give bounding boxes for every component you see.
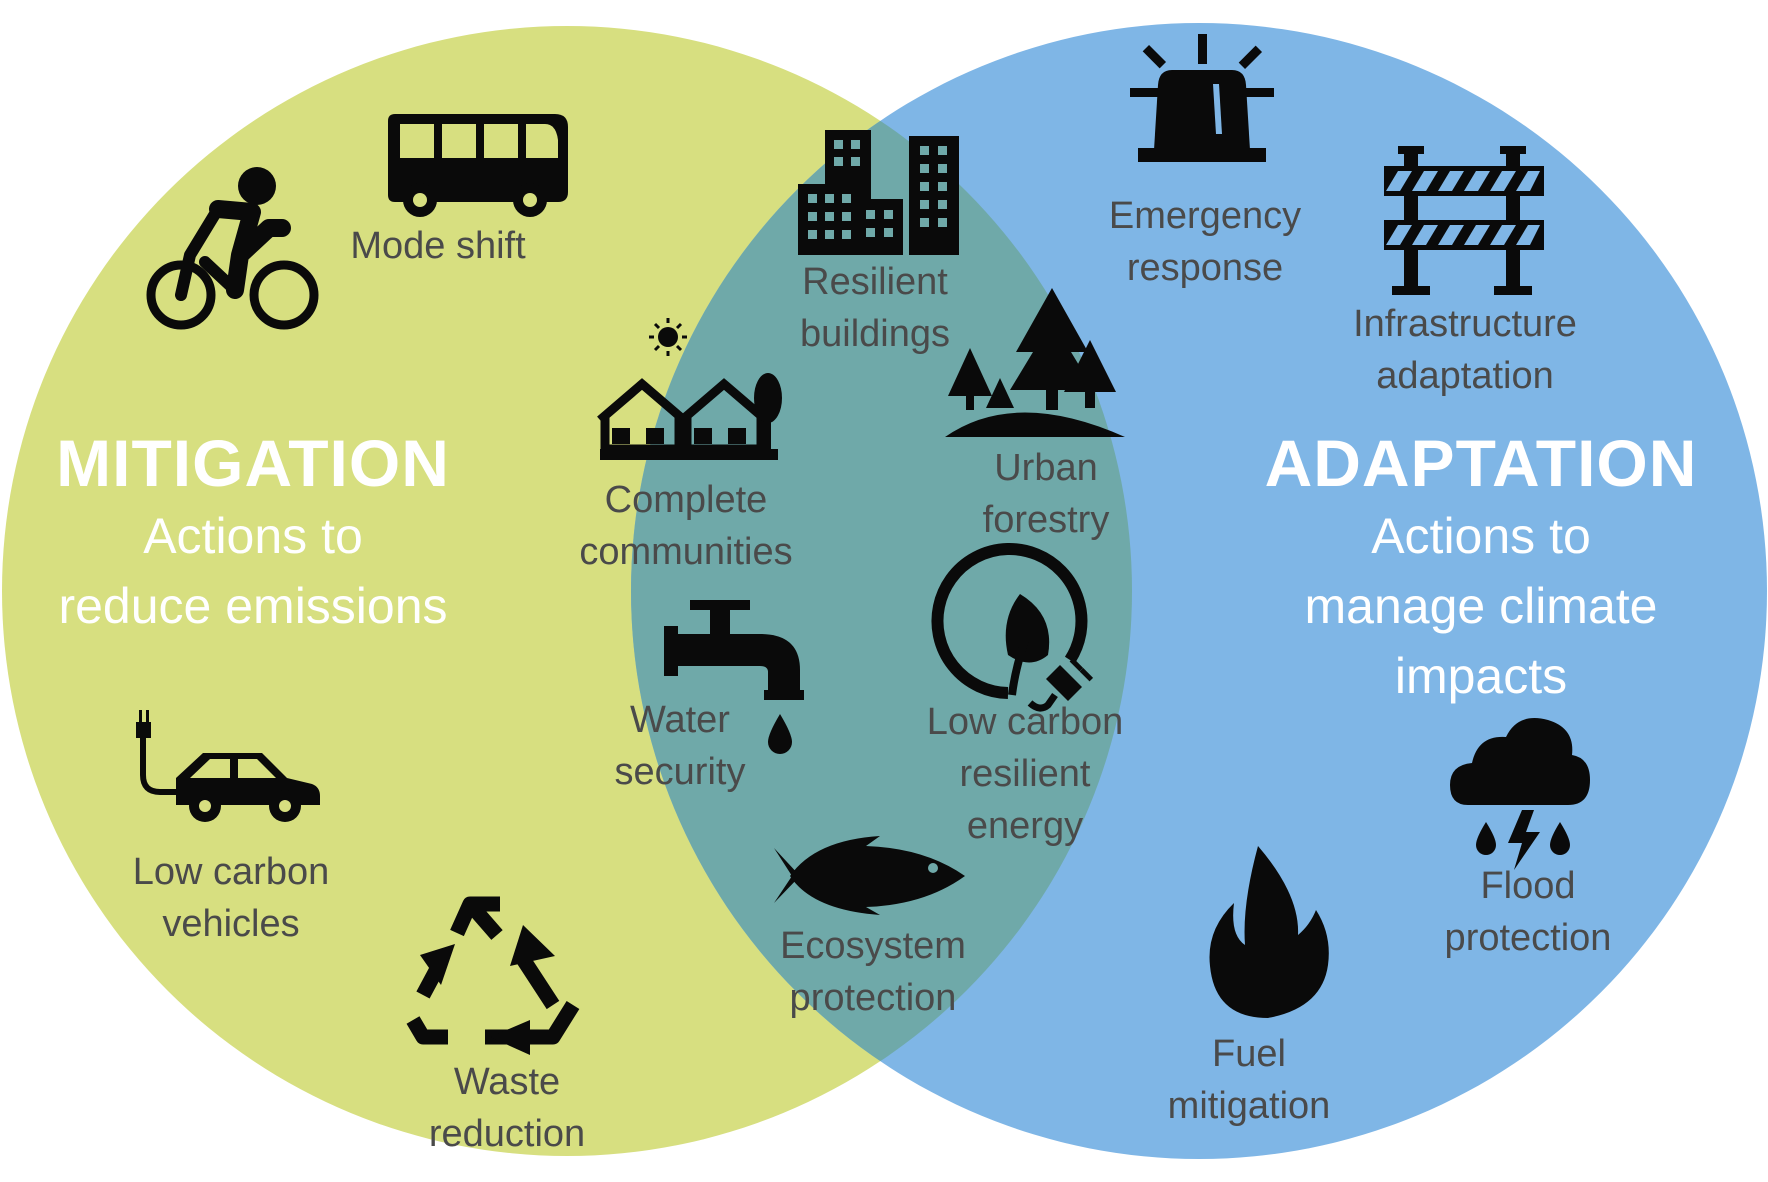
mode-shift-label: Mode shift <box>350 225 526 267</box>
fish-icon <box>774 836 965 915</box>
recycle-icon <box>406 896 580 1055</box>
barricade-icon <box>1384 146 1544 295</box>
adaptation-title: ADAPTATION <box>1264 426 1698 500</box>
emergency-response-label: Emergency response <box>1108 195 1302 289</box>
trees-icon <box>945 288 1125 437</box>
mitigation-subtitle-line1: Actions to <box>143 508 363 564</box>
bus-icon <box>388 114 568 217</box>
storm-cloud-icon <box>1450 718 1590 870</box>
houses-icon <box>597 318 782 460</box>
mitigation-title: MITIGATION <box>56 426 450 500</box>
adaptation-subtitle-line2: manage climate <box>1304 578 1658 634</box>
resilient-buildings-label: Resilient buildings <box>800 261 950 355</box>
ecosystem-protection-label: Ecosystem protection <box>780 925 966 1019</box>
siren-icon <box>1130 34 1274 162</box>
adaptation-subtitle-line1: Actions to <box>1371 508 1591 564</box>
faucet-icon <box>664 600 804 754</box>
electric-car-icon <box>136 710 320 822</box>
flood-protection-label: Flood protection <box>1444 865 1612 959</box>
waste-reduction-label: Waste reduction <box>428 1061 586 1155</box>
buildings-icon <box>798 130 959 255</box>
low-carbon-vehicles-label: Low carbon vehicles <box>132 851 330 945</box>
water-security-label: Water security <box>614 699 746 793</box>
mitigation-heading: MITIGATION Actions to reduce emissions <box>56 425 450 641</box>
complete-communities-label: Complete communities <box>579 479 793 573</box>
adaptation-subtitle-line3: impacts <box>1394 648 1568 704</box>
fuel-mitigation-label: Fuel mitigation <box>1167 1033 1331 1127</box>
low-carbon-resilient-energy-label: Low carbon resilient energy <box>926 701 1124 847</box>
leaf-plug-icon <box>931 543 1094 712</box>
bicycle-icon <box>146 167 319 330</box>
infrastructure-adaptation-label: Infrastructure adaptation <box>1353 303 1577 397</box>
fire-icon <box>1209 846 1329 1018</box>
urban-forestry-label: Urban forestry <box>982 447 1110 541</box>
mitigation-subtitle-line2: reduce emissions <box>58 578 448 634</box>
adaptation-heading: ADAPTATION Actions to manage climate imp… <box>1265 425 1698 711</box>
